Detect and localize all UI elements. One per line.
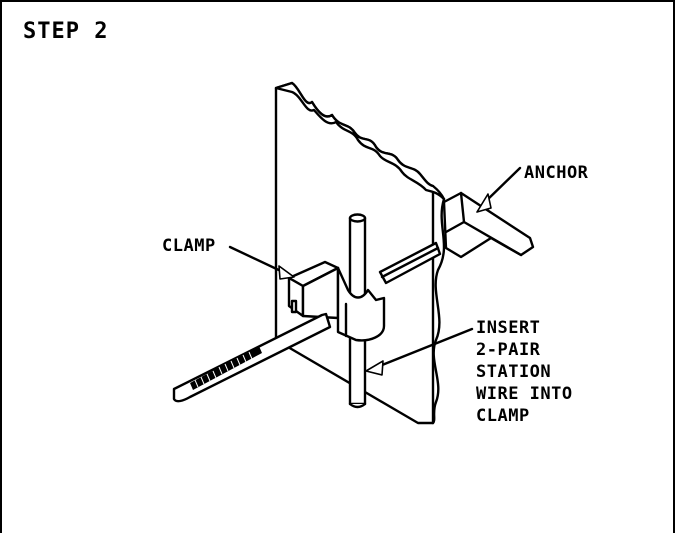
anchor-shaft (378, 241, 442, 285)
label-clamp: CLAMP (162, 236, 216, 256)
clamp-body (287, 260, 386, 342)
tie-strap (172, 312, 332, 403)
leader-clamp (228, 245, 295, 280)
leader-insert (365, 327, 474, 376)
step-title: STEP 2 (23, 19, 109, 44)
label-insert-wire: INSERT 2-PAIR STATION WIRE INTO CLAMP (476, 318, 573, 426)
leader-anchor (476, 166, 522, 213)
label-anchor: ANCHOR (524, 163, 589, 183)
